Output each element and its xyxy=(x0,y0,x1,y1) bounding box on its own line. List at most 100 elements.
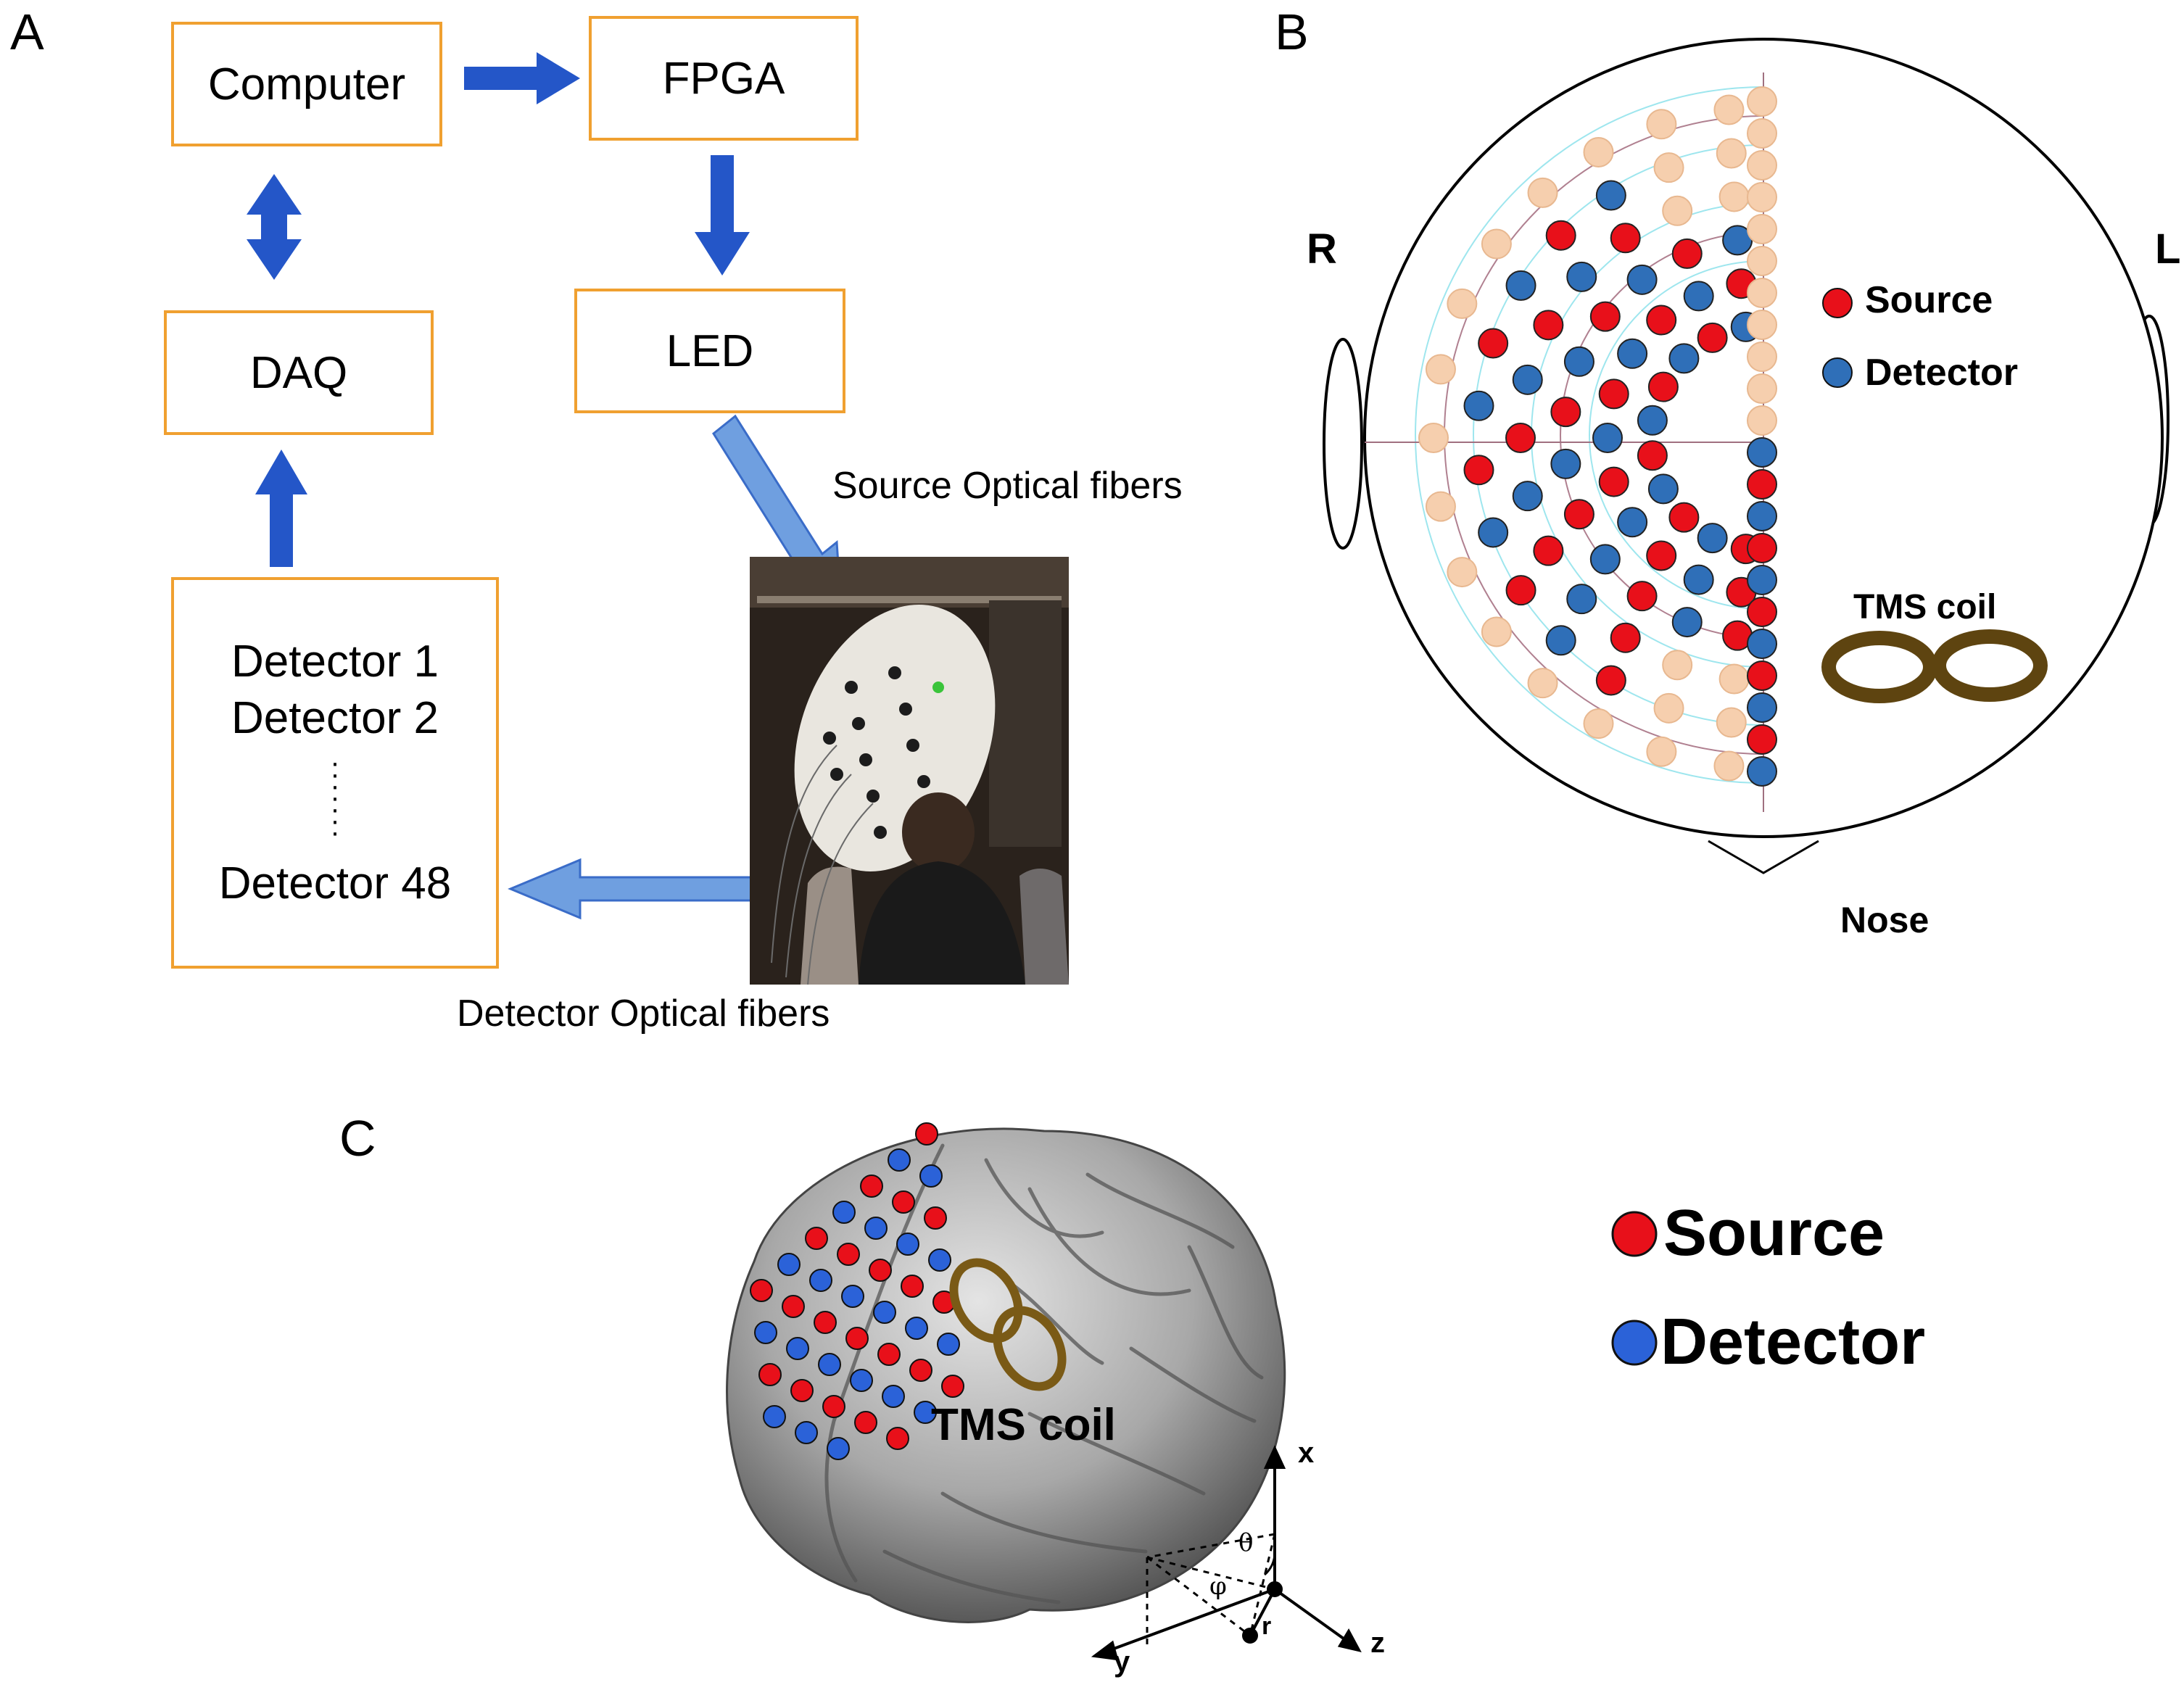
brain-source-optode xyxy=(892,1190,915,1214)
brain-detector-optode xyxy=(818,1353,841,1376)
brain-source-optode xyxy=(909,1359,932,1382)
brain-source-optode xyxy=(877,1343,901,1366)
tms-coil-c-loop-2 xyxy=(993,1306,1067,1391)
unused-position xyxy=(1646,109,1677,140)
brain-detector-optode xyxy=(763,1405,786,1428)
unused-position xyxy=(1716,707,1747,738)
axis-z-label: z xyxy=(1370,1627,1385,1659)
unused-position xyxy=(1747,214,1777,244)
unused-position xyxy=(1481,616,1512,647)
nose-outline xyxy=(1708,840,1819,874)
detector-optode xyxy=(1617,507,1648,538)
unused-position xyxy=(1747,150,1777,181)
unused-position xyxy=(1447,557,1478,588)
brain-source-optode xyxy=(822,1395,845,1418)
brain-detector-optode xyxy=(754,1321,777,1344)
source-optode xyxy=(1533,535,1564,566)
left-label: L xyxy=(2155,225,2181,273)
brain-detector-optode xyxy=(914,1401,937,1424)
legend-b-source-label: Source xyxy=(1865,279,1993,321)
detector-list-box: Detector 1 Detector 2 ······· Detector 4… xyxy=(171,577,499,969)
arrow-computer-daq xyxy=(247,174,302,280)
brain-detector-optode xyxy=(809,1269,832,1292)
brain-source-optode xyxy=(886,1427,909,1450)
detector-optode xyxy=(1747,437,1777,468)
source-optode xyxy=(1697,322,1728,353)
detector-optode xyxy=(1595,180,1626,211)
detector-optode xyxy=(1683,281,1714,312)
legend-c-detector-dot xyxy=(1611,1320,1658,1366)
source-optode xyxy=(1563,499,1594,530)
source-optode xyxy=(1646,305,1677,336)
source-optode xyxy=(1637,440,1668,471)
unused-position xyxy=(1527,177,1558,208)
brain-detector-optode xyxy=(937,1333,960,1356)
detector-optode xyxy=(1478,517,1509,548)
brain-optode-layer xyxy=(750,1122,964,1460)
theta-arc xyxy=(1263,1551,1276,1576)
axes-dashed-lines xyxy=(1146,1533,1276,1650)
source-optode xyxy=(1668,502,1700,533)
detector-optode xyxy=(1592,423,1623,453)
legend-c-detector-label: Detector xyxy=(1660,1306,1926,1378)
brain-detector-optode xyxy=(864,1217,888,1240)
unused-position xyxy=(1747,118,1777,149)
brain-source-optode xyxy=(860,1175,883,1198)
source-optode xyxy=(1533,310,1564,341)
unused-position xyxy=(1662,195,1693,226)
brain-detector-optode xyxy=(882,1385,905,1408)
unused-position xyxy=(1527,668,1558,699)
panel-a-label: A xyxy=(10,4,44,60)
unused-position xyxy=(1583,136,1614,167)
detector-optode xyxy=(1550,448,1581,479)
phi-label: φ xyxy=(1209,1572,1227,1601)
source-optode xyxy=(1505,575,1536,606)
brain-detector-optode xyxy=(928,1248,951,1272)
unused-position xyxy=(1747,86,1777,117)
brain-source-optode xyxy=(915,1122,938,1146)
detector-optode xyxy=(1563,346,1594,377)
theta-label: θ xyxy=(1238,1528,1254,1557)
detector-optode xyxy=(1463,390,1494,421)
unused-position xyxy=(1653,152,1684,183)
unused-position xyxy=(1747,405,1777,436)
computer-box: Computer xyxy=(171,22,442,146)
brain-source-optode xyxy=(837,1243,860,1266)
source-optode xyxy=(1598,378,1629,410)
unused-position xyxy=(1747,278,1777,308)
brain-detector-optode xyxy=(905,1317,928,1340)
source-optode xyxy=(1747,660,1777,691)
tms-coil-loop-1 xyxy=(1821,631,1937,703)
source-optode xyxy=(1589,301,1621,332)
unused-position xyxy=(1583,708,1614,740)
unused-position xyxy=(1747,310,1777,340)
brain-detector-optode xyxy=(832,1201,856,1224)
unused-position xyxy=(1747,246,1777,276)
source-optode xyxy=(1505,423,1536,453)
source-optode xyxy=(1747,469,1777,500)
unused-position xyxy=(1747,182,1777,212)
computer-label: Computer xyxy=(207,59,406,109)
source-optode xyxy=(1610,622,1641,653)
daq-label: DAQ xyxy=(249,347,348,398)
source-optode xyxy=(1647,371,1679,402)
source-optode xyxy=(1478,328,1509,359)
brain-source-optode xyxy=(941,1375,964,1398)
detector-optode xyxy=(1637,405,1668,436)
source-optode xyxy=(1595,665,1626,696)
detector-fibers-label: Detector Optical fibers xyxy=(457,993,830,1035)
brain-detector-optode xyxy=(786,1337,809,1360)
source-optode xyxy=(1671,238,1703,269)
legend-b-detector-label: Detector xyxy=(1865,352,2018,394)
detector-optode xyxy=(1683,564,1714,595)
detector-optode xyxy=(1545,625,1576,656)
unused-position xyxy=(1716,138,1747,169)
brain-detector-optode xyxy=(795,1421,818,1444)
source-optode xyxy=(1610,223,1641,254)
tms-coil-b-label: TMS coil xyxy=(1853,588,1997,626)
detector-optode xyxy=(1747,565,1777,595)
brain-source-optode xyxy=(869,1259,892,1282)
brain-detector-optode xyxy=(888,1148,911,1172)
